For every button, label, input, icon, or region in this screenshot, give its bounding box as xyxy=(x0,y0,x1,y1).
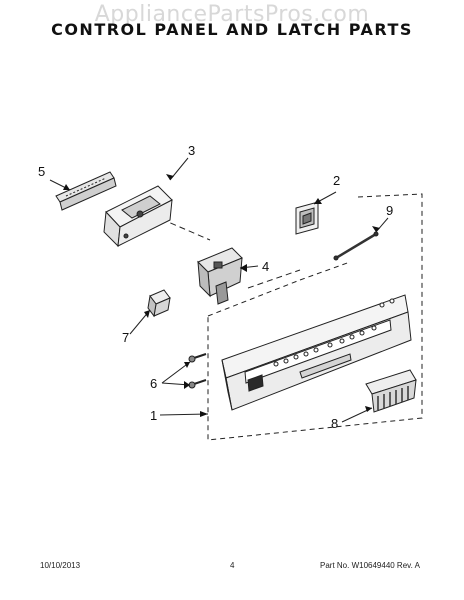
door-latch-part xyxy=(197,247,243,305)
console-panel xyxy=(221,294,412,411)
callout-3: 3 xyxy=(188,143,195,158)
callout-6: 6 xyxy=(150,376,157,391)
callout-7: 7 xyxy=(122,330,129,345)
callout-9: 9 xyxy=(386,203,393,218)
rod-part xyxy=(333,231,379,261)
callout-4: 4 xyxy=(262,259,269,274)
callout-2: 2 xyxy=(333,173,340,188)
footer-part-number: Part No. W10649440 Rev. A xyxy=(320,561,420,570)
watermark: AppliancePartsPros.com xyxy=(94,2,370,27)
clip-part xyxy=(147,289,171,318)
page-title: CONTROL PANEL AND LATCH PARTS xyxy=(51,20,413,39)
leader-arrowheads xyxy=(63,174,380,417)
callout-8: 8 xyxy=(331,416,338,431)
footer-date: 10/10/2013 xyxy=(40,561,81,570)
callout-5: 5 xyxy=(38,164,45,179)
callout-1: 1 xyxy=(150,408,157,423)
assembly-outline xyxy=(207,193,423,441)
console-buttons xyxy=(273,298,395,367)
latch-strike-part xyxy=(295,201,319,235)
footer-page-number: 4 xyxy=(230,561,235,570)
wire-harness-part xyxy=(55,171,117,211)
screws-part xyxy=(188,353,207,389)
button-assembly-part xyxy=(365,369,417,413)
control-board-part xyxy=(103,185,173,248)
